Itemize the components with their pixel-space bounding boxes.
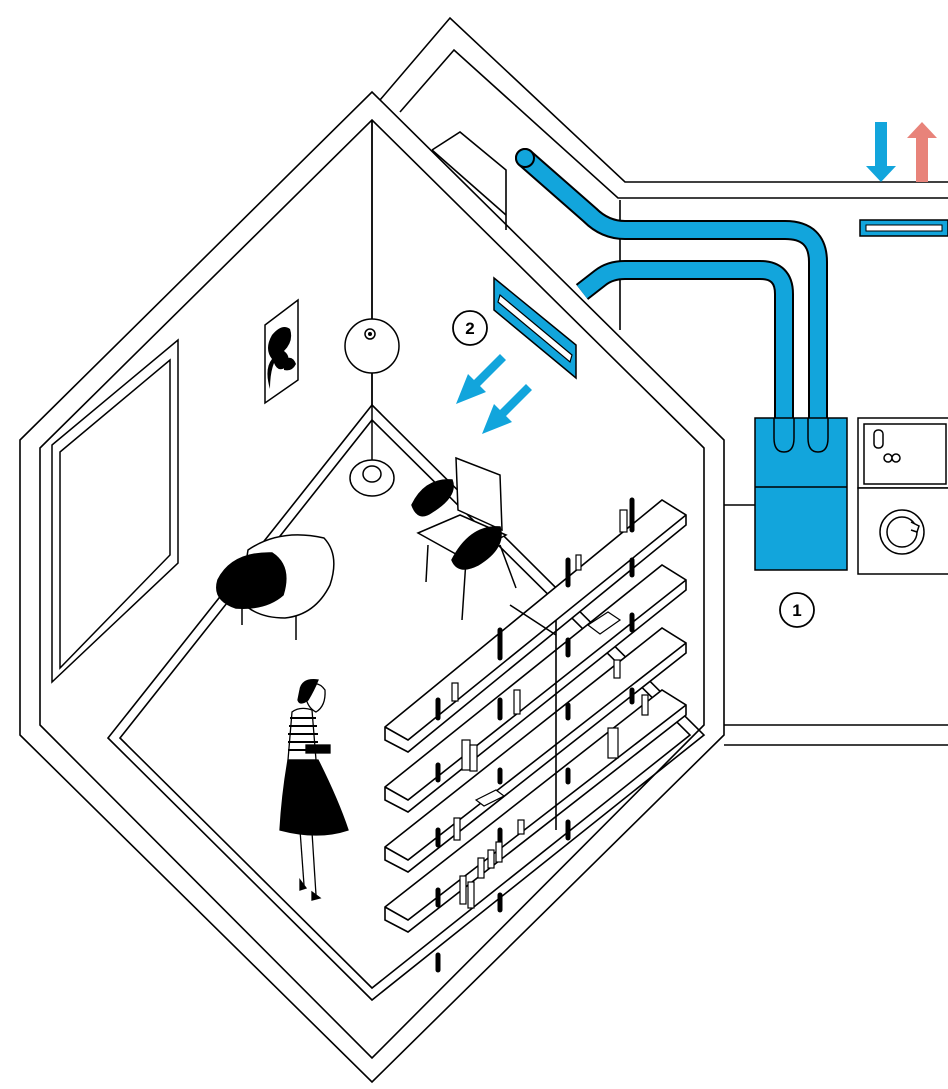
marker-1-label: 1 (792, 601, 801, 620)
marker-2: 2 (452, 310, 488, 346)
cabinet (857, 417, 948, 489)
pendant-lamp (344, 120, 400, 497)
ventilation-unit (754, 417, 848, 571)
ceiling-air-valve (493, 276, 577, 380)
marker-1: 1 (779, 592, 815, 628)
outdoor-air-intake-arrow (866, 122, 896, 182)
side-chair (411, 456, 517, 621)
wall-grille (859, 219, 948, 237)
washing-machine (857, 487, 948, 575)
airflow-arrows (456, 354, 532, 434)
lounge-chair (216, 534, 335, 640)
woman-figure (279, 679, 349, 901)
duct-system (515, 148, 828, 445)
marker-2-label: 2 (465, 319, 474, 338)
bookshelf (384, 497, 687, 973)
wall-art (264, 298, 299, 405)
exhaust-air-outlet-arrow (907, 122, 937, 182)
window (51, 338, 179, 684)
